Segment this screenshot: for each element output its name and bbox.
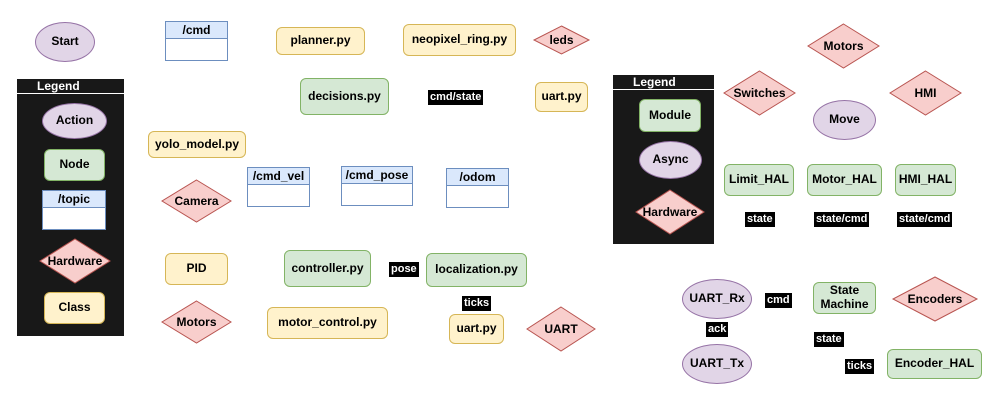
label-state-sm: state — [814, 332, 844, 347]
hw-motors-left: Motors — [176, 315, 217, 329]
topic-cmd-vel: /cmd_vel — [247, 167, 310, 207]
legend-right-hardware: Hardware — [642, 205, 698, 219]
topic-odom-label: /odom — [447, 169, 508, 186]
legend-action: Action — [42, 103, 107, 139]
class-uart-bottom: uart.py — [449, 314, 504, 344]
hw-hmi: HMI — [914, 86, 937, 100]
async-uart-tx: UART_Tx — [682, 344, 752, 384]
legend-hardware-diamond — [39, 238, 111, 284]
label-state-limit: state — [745, 212, 775, 227]
legend-left: Legend Action Node /topic Hardware Class — [17, 79, 124, 336]
hw-encoders: Encoders — [907, 292, 963, 306]
hw-motors-right: Motors — [823, 39, 864, 53]
legend-node: Node — [44, 149, 105, 181]
label-state-cmd-hmi: state/cmd — [897, 212, 953, 227]
topic-cmd-pose: /cmd_pose — [341, 166, 413, 206]
module-encoder-hal: Encoder_HAL — [887, 349, 982, 379]
label-pose: pose — [389, 262, 419, 277]
hw-leds-diamond — [532, 25, 591, 55]
hw-motors-right-diamond — [807, 23, 880, 69]
hw-motors-left-diamond — [161, 300, 232, 344]
label-ack: ack — [706, 322, 729, 337]
legend-topic-label: /topic — [43, 191, 105, 208]
hw-switches-diamond — [723, 70, 796, 116]
hw-camera-diamond — [161, 179, 232, 223]
module-motor-hal: Motor_HAL — [807, 164, 882, 196]
async-move: Move — [813, 100, 876, 140]
legend-topic: /topic — [42, 190, 106, 230]
module-hmi-hal: HMI_HAL — [895, 164, 956, 196]
topic-cmd: /cmd — [165, 21, 228, 61]
class-yolo-model: yolo_model.py — [148, 131, 246, 158]
hw-encoders-diamond — [891, 276, 979, 322]
topic-cmd-pose-label: /cmd_pose — [342, 167, 412, 184]
legend-right-title: Legend — [613, 75, 714, 90]
start-ellipse: Start — [35, 22, 95, 62]
legend-async: Async — [639, 141, 702, 179]
class-neopixel-ring: neopixel_ring.py — [403, 24, 516, 56]
hw-switches: Switches — [733, 86, 786, 100]
node-decisions: decisions.py — [300, 78, 389, 115]
legend-class: Class — [44, 292, 105, 324]
node-controller: controller.py — [284, 250, 371, 287]
hw-camera: Camera — [174, 194, 219, 208]
label-cmd: cmd — [765, 293, 792, 308]
legend-module: Module — [639, 99, 701, 132]
legend-left-title: Legend — [17, 79, 124, 94]
topic-cmd-label: /cmd — [166, 22, 227, 39]
class-planner: planner.py — [276, 27, 365, 55]
label-state-cmd-motor: state/cmd — [814, 212, 870, 227]
legend-right-hardware-diamond — [635, 189, 705, 235]
label-ticks-left: ticks — [462, 296, 492, 311]
hw-leds: leds — [549, 33, 574, 47]
class-uart-top: uart.py — [535, 82, 588, 112]
module-limit-hal: Limit_HAL — [724, 164, 794, 196]
hw-hmi-diamond — [889, 70, 962, 116]
hw-uart: UART — [544, 322, 578, 336]
class-motor-control: motor_control.py — [267, 307, 388, 339]
label-cmd-state: cmd/state — [428, 90, 484, 105]
legend-right: Legend Module Async Hardware — [613, 75, 714, 244]
node-localization: localization.py — [426, 253, 527, 287]
topic-odom: /odom — [446, 168, 509, 208]
topic-cmd-vel-label: /cmd_vel — [248, 168, 309, 185]
module-state-machine: State Machine — [813, 282, 876, 314]
class-pid: PID — [165, 253, 228, 285]
async-uart-rx: UART_Rx — [682, 279, 752, 319]
hw-uart-diamond — [526, 306, 596, 352]
legend-hardware: Hardware — [47, 254, 103, 268]
label-ticks-right: ticks — [845, 359, 875, 374]
